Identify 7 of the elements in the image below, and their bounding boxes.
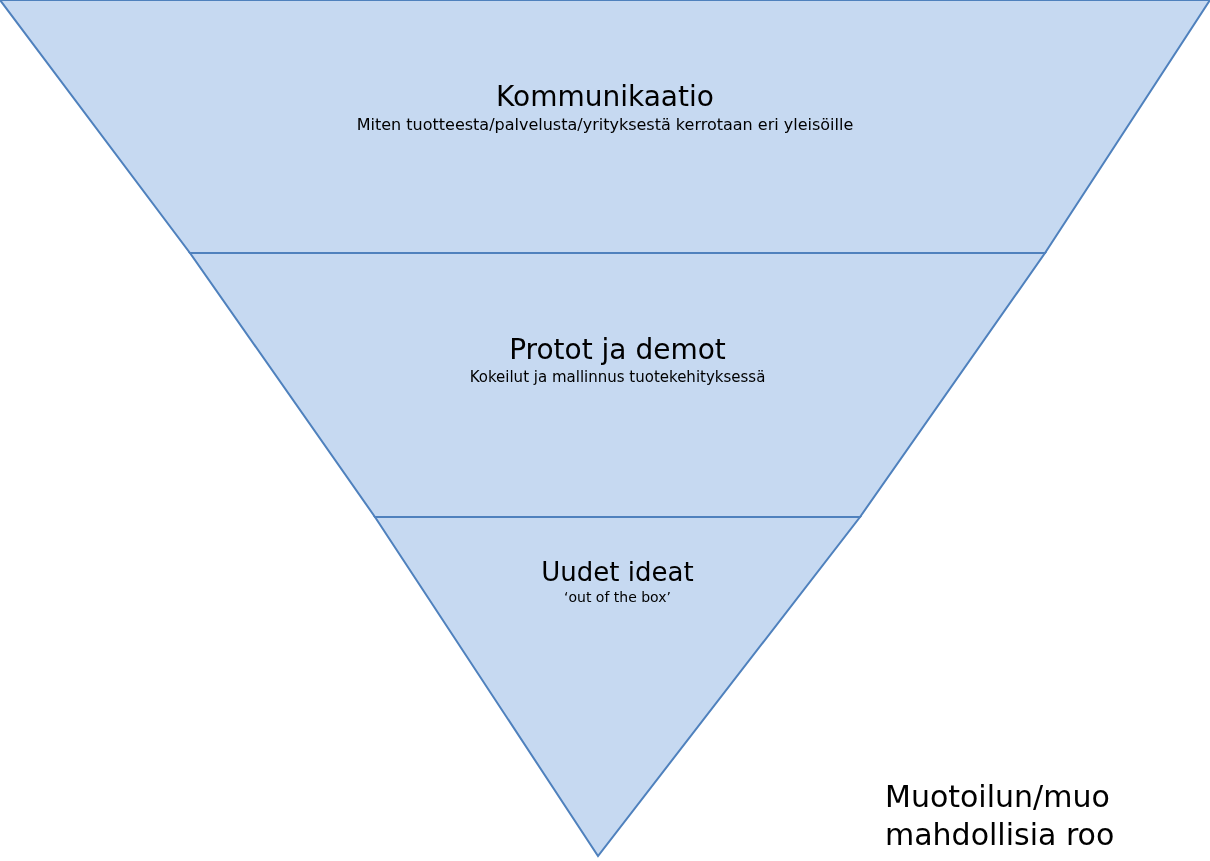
layer-description: ‘out of the box’ [564, 589, 671, 605]
layer-title: Protot ja demot [509, 333, 726, 366]
layer-description: Kokeilut ja mallinnus tuotekehityksessä [469, 368, 766, 386]
layer-description: Miten tuotteesta/palvelusta/yrityksestä kerrotaan eri yleisöille [356, 115, 854, 134]
layer-title: Uudet ideat [541, 557, 694, 587]
note-text: Muotoilun/muo mahdollisia roo [885, 778, 1116, 854]
layer-title: Kommunikaatio [496, 80, 714, 113]
